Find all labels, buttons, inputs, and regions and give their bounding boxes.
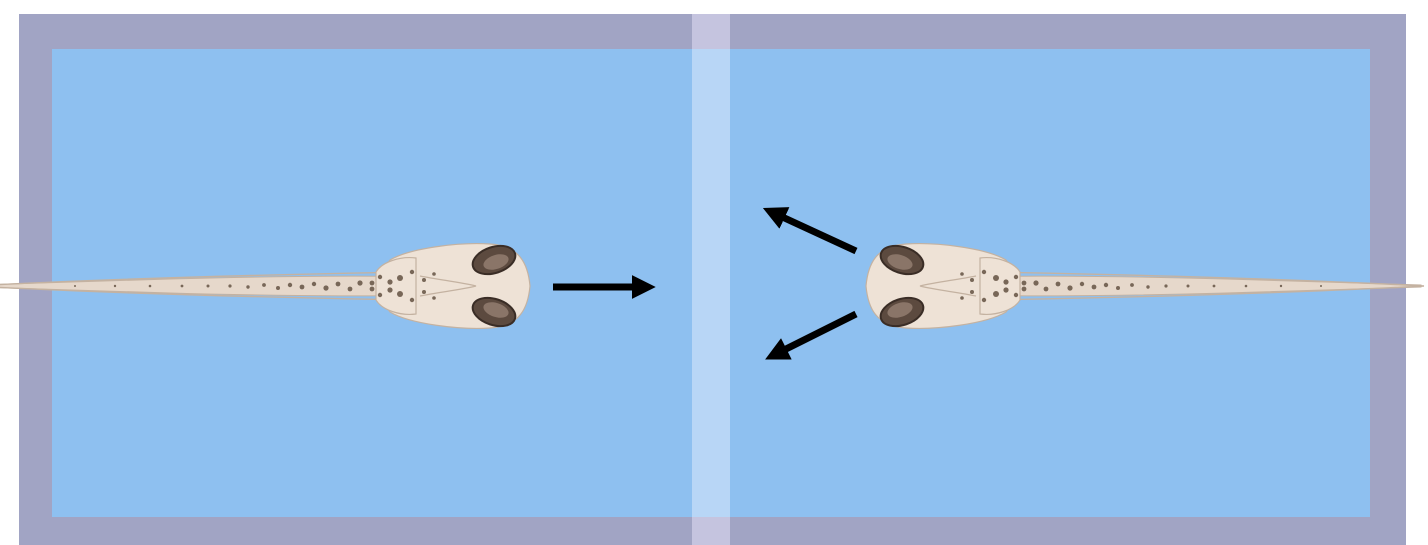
arrow-avoid-up-icon (762, 207, 858, 255)
divider-window (692, 49, 730, 517)
arrow-avoid-down-icon (765, 310, 858, 360)
